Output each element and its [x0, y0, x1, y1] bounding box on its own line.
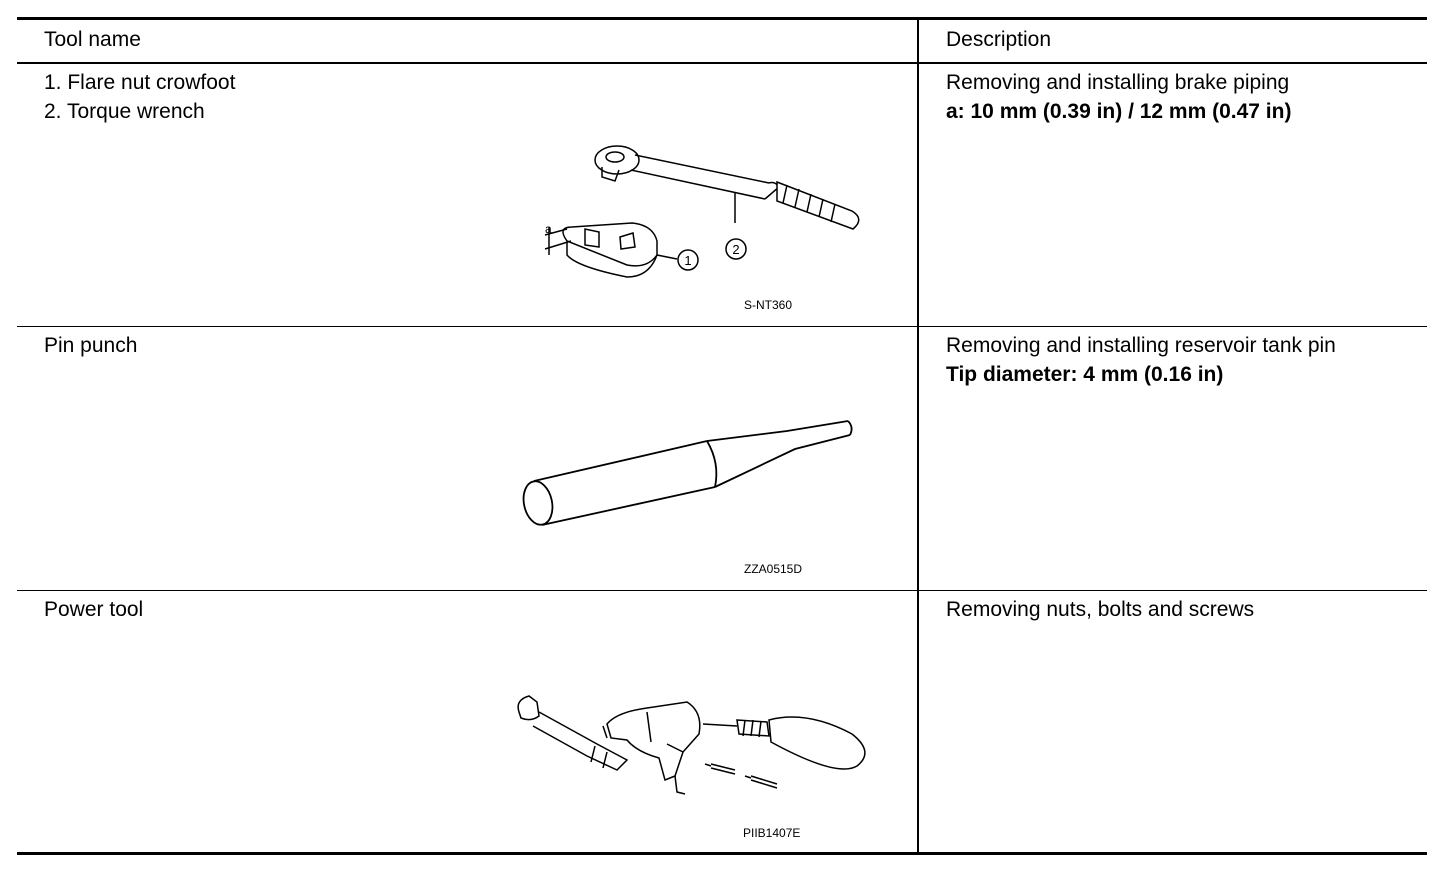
- header-bottom-rule: [17, 62, 1427, 64]
- callout-1: 1: [684, 253, 691, 268]
- table-row: 1. Flare nut crowfoot 2. Torque wrench: [44, 68, 235, 126]
- flare-nut-torque-wrench-illustration: a 1 2: [507, 137, 877, 287]
- tool-name-line: 2. Torque wrench: [44, 100, 205, 123]
- tool-name-line: Power tool: [44, 598, 144, 621]
- description-text: Removing and installing brake piping: [946, 71, 1290, 94]
- callout-2: 2: [732, 242, 739, 257]
- figure-code: S-NT360: [744, 298, 793, 312]
- tool-description: Removing nuts, bolts and screws: [946, 595, 1254, 624]
- description-spec: Tip diameter: 4 mm (0.16 in): [946, 363, 1224, 386]
- table-bottom-rule: [17, 852, 1427, 855]
- tool-name-line: 1. Flare nut crowfoot: [44, 71, 236, 94]
- tool-description: Removing and installing reservoir tank p…: [946, 331, 1336, 389]
- table-top-rule: [17, 17, 1427, 20]
- description-text: Removing and installing reservoir tank p…: [946, 334, 1336, 357]
- figure-code: PIIB1407E: [743, 826, 801, 840]
- header-description: Description: [946, 28, 1052, 51]
- description-text: Removing nuts, bolts and screws: [946, 598, 1255, 621]
- header-tool-name: Tool name: [44, 28, 141, 51]
- table-row: Pin punch: [44, 331, 137, 360]
- pin-punch-illustration: [512, 417, 862, 547]
- column-divider: [917, 17, 919, 855]
- power-tools-illustration: [507, 682, 877, 802]
- row-divider: [17, 326, 1427, 327]
- tool-name-line: Pin punch: [44, 334, 138, 357]
- tool-description: Removing and installing brake piping a: …: [946, 68, 1291, 126]
- description-spec: a: 10 mm (0.39 in) / 12 mm (0.47 in): [946, 100, 1292, 123]
- callout-a: a: [545, 222, 552, 236]
- figure-code: ZZA0515D: [744, 562, 803, 576]
- table-row: Power tool: [44, 595, 143, 624]
- row-divider: [17, 590, 1427, 591]
